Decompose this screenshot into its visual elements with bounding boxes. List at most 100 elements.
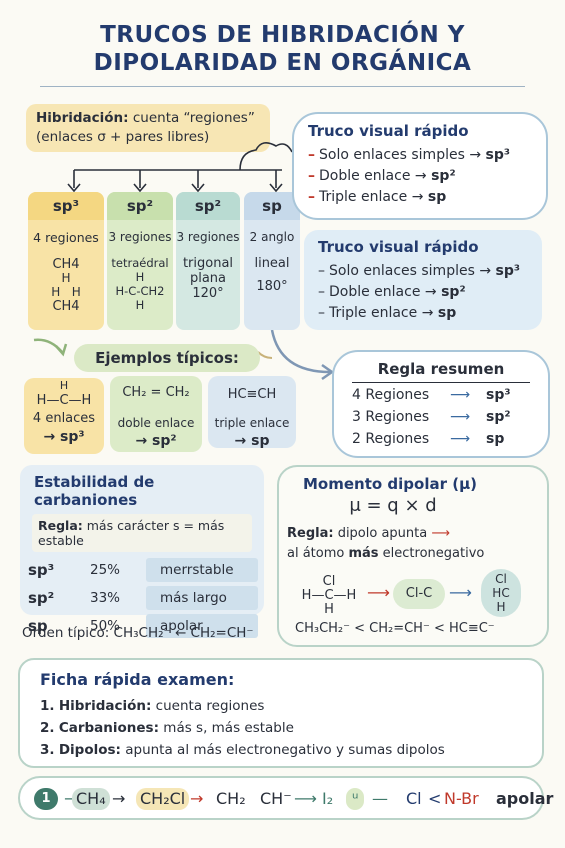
example-result: → sp bbox=[234, 433, 270, 449]
column-sp3: sp³ 4 regiones CH4 H H H CH4 bbox=[28, 192, 104, 330]
bottom-term: < bbox=[428, 789, 442, 808]
column-head: sp² bbox=[107, 192, 173, 220]
orden-tipico: Orden típico: CH₃CH₂⁻ ← CH₂=CH⁻ bbox=[22, 625, 254, 641]
estabilidad-rule: Regla: más carácter s = más estable bbox=[32, 514, 252, 552]
bottom-summary-bar: 1 ⟶ CH₄ → CH₂Cl → CH₂ CH⁻ ⟶ I₂ ᵘ — Cl < … bbox=[18, 776, 553, 820]
molecule-3: Cl HC H bbox=[481, 569, 521, 617]
dash-icon: — bbox=[372, 789, 388, 808]
blue-curve-arrow bbox=[270, 329, 331, 374]
ficha-item: 1. Hibridación: cuenta regiones bbox=[40, 698, 265, 714]
example-sp2: CH₂ = CH₂ doble enlace → sp² bbox=[110, 376, 202, 452]
truco-line: –Solo enlaces simples → sp³ bbox=[308, 147, 511, 163]
regla-resumen-cloud: Regla resumen 4 Regiones⟶sp³ 3 Regiones⟶… bbox=[332, 350, 550, 458]
column-head: sp bbox=[244, 192, 300, 220]
ejemplos-label: Ejemplos típicos: bbox=[74, 344, 260, 372]
dipole-arrow-icon: ⟶ bbox=[449, 583, 472, 602]
bottom-term: apolar bbox=[496, 789, 554, 808]
truco-cloud-1: Truco visual rápido –Solo enlaces simple… bbox=[292, 112, 548, 220]
truco-line: –Triple enlace → sp bbox=[318, 305, 457, 321]
estabilidad-row: sp³ 25% merrstable bbox=[20, 555, 264, 583]
hybridization-box: Hibridación: cuenta “regiones” (enlaces … bbox=[26, 104, 270, 152]
bottom-term: N-Br bbox=[444, 789, 479, 808]
column-head: sp² bbox=[176, 192, 240, 220]
ficha-title: Ficha rápida examen: bbox=[40, 670, 235, 689]
regla-resumen-title: Regla resumen bbox=[352, 360, 530, 383]
dipolo-title: Momento dipolar (μ) bbox=[303, 475, 477, 493]
cloud-connector bbox=[239, 142, 293, 171]
ficha-rapida-box: Ficha rápida examen: 1. Hibridación: cue… bbox=[18, 658, 544, 768]
column-desc3: H H bbox=[51, 285, 81, 299]
hybridization-label: Hibridación: bbox=[36, 110, 129, 126]
bottom-term: Cl bbox=[406, 789, 422, 808]
column-sp: sp 2 anglo lineal 180° bbox=[244, 192, 300, 330]
molecule-1: Cl H—C—H H bbox=[301, 574, 357, 617]
dipole-arrow-icon: ⟶ bbox=[367, 583, 390, 602]
regla-row: 4 Regiones⟶sp³ bbox=[352, 387, 511, 403]
molecule-2: Cl-C bbox=[393, 579, 445, 609]
column-desc3: H-C-CH2 bbox=[115, 284, 165, 298]
estabilidad-box: Estabilidad de carbaniones Regla: más ca… bbox=[20, 465, 264, 638]
example-formula: H—C—H bbox=[36, 393, 92, 408]
arrow-icon: ⟶ bbox=[294, 789, 317, 808]
truco-line: –Triple enlace → sp bbox=[308, 189, 447, 205]
bottom-term: ᵘ bbox=[346, 788, 365, 810]
ficha-item: 2. Carbaniones: más s, más estable bbox=[40, 720, 294, 736]
truco-title: Truco visual rápido bbox=[318, 238, 479, 256]
bottom-term: CH₂Cl bbox=[136, 788, 190, 810]
example-sp3: H H—C—H 4 enlaces → sp³ bbox=[24, 378, 104, 454]
example-line: 4 enlaces bbox=[32, 411, 96, 426]
hybridization-subtitle: (enlaces σ + pares libres) bbox=[36, 129, 210, 145]
truco-title: Truco visual rápido bbox=[308, 122, 469, 140]
example-result: → sp³ bbox=[43, 429, 85, 445]
truco-line: –Doble enlace → sp² bbox=[318, 284, 466, 300]
column-desc1: CH4 bbox=[52, 257, 80, 272]
example-result: → sp² bbox=[135, 433, 177, 449]
estabilidad-row: sp 50% apolar bbox=[20, 611, 264, 639]
column-regions: 2 anglo bbox=[249, 230, 295, 244]
hybridization-headline: Hibridación: cuenta “regiones” bbox=[36, 109, 260, 128]
column-desc3: 180° bbox=[256, 279, 288, 294]
step-number-badge: 1 bbox=[34, 788, 58, 810]
dipolo-rule: Regla: dipolo apunta ⟶ bbox=[287, 526, 451, 541]
regla-row: 2 Regiones⟶sp bbox=[352, 431, 505, 447]
column-sp2-a: sp² 3 regiones tetraédral H H-C-CH2 H bbox=[107, 192, 173, 330]
column-regions: 3 regiones bbox=[108, 230, 172, 244]
bottom-term: CH⁻ bbox=[260, 789, 292, 808]
column-desc4: H bbox=[135, 298, 145, 312]
example-line: doble enlace bbox=[117, 416, 195, 430]
bottom-term: I₂ bbox=[322, 789, 334, 808]
bottom-term: CH₄ bbox=[72, 788, 110, 810]
arrow-icon: → bbox=[190, 789, 204, 808]
arrow-icon: → bbox=[112, 789, 126, 808]
page-title-line1: TRUCOS DE HIBRIDACIÓN Y bbox=[100, 22, 465, 48]
page-title-line2: DIPOLARIDAD EN ORGÁNICA bbox=[93, 50, 472, 76]
column-sp2-b: sp² 3 regiones trigonal plana 120° bbox=[176, 192, 240, 330]
estabilidad-title: Estabilidad de carbaniones bbox=[34, 473, 155, 509]
truco-box-2: Truco visual rápido –Solo enlaces simple… bbox=[304, 230, 542, 330]
green-curve-arrow bbox=[33, 338, 63, 353]
title-divider bbox=[40, 86, 525, 87]
column-desc2: H bbox=[61, 271, 71, 285]
column-desc1: lineal bbox=[254, 256, 290, 271]
column-head: sp³ bbox=[28, 192, 104, 220]
dipolo-formula: μ = q × d bbox=[349, 495, 437, 516]
example-formula: HC≡CH bbox=[227, 387, 277, 402]
hybridization-label-rest: cuenta “regiones” bbox=[128, 110, 255, 126]
regla-row: 3 Regiones⟶sp² bbox=[352, 409, 511, 425]
example-sp: HC≡CH triple enlace → sp bbox=[208, 376, 296, 449]
example-line: triple enlace bbox=[214, 416, 290, 430]
example-formula: CH₂ = CH₂ bbox=[122, 385, 190, 400]
column-desc2: H bbox=[135, 270, 145, 284]
column-desc4: CH4 bbox=[52, 299, 80, 314]
example-formula-top: H bbox=[59, 379, 69, 392]
estabilidad-row: sp² 33% más largo bbox=[20, 583, 264, 611]
truco-line: –Solo enlaces simples → sp³ bbox=[318, 263, 521, 279]
dipolo-series: CH₃CH₂⁻ < CH₂=CH⁻ < HC≡C⁻ bbox=[295, 621, 495, 636]
column-desc1: tetraédral bbox=[111, 256, 169, 270]
column-desc3: 120° bbox=[192, 286, 224, 301]
bottom-term: CH₂ bbox=[216, 789, 246, 808]
dipolo-box: Momento dipolar (μ) μ = q × d Regla: dip… bbox=[277, 465, 549, 647]
column-regions: 3 regiones bbox=[176, 230, 240, 244]
column-desc1: trigonal bbox=[182, 256, 234, 271]
